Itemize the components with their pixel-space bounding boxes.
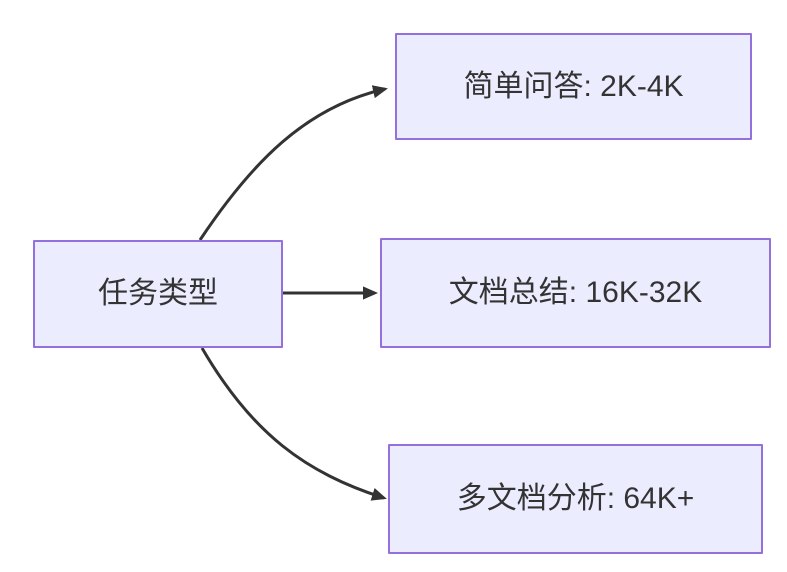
edge-task-type-to-multi-doc-analysis <box>200 347 387 501</box>
node-simple-qa-label: 简单问答: 2K-4K <box>463 69 684 103</box>
edge-task-type-to-simple-qa <box>198 85 388 241</box>
node-multi-doc-analysis-label: 多文档分析: 64K+ <box>456 482 695 515</box>
node-doc-summary: 文档总结: 16K-32K <box>380 238 771 348</box>
node-doc-summary-label: 文档总结: 16K-32K <box>448 276 703 309</box>
node-multi-doc-analysis: 多文档分析: 64K+ <box>388 444 763 554</box>
node-task-type-label: 任务类型 <box>98 277 218 310</box>
node-task-type: 任务类型 <box>33 240 283 348</box>
node-simple-qa: 简单问答: 2K-4K <box>395 33 752 140</box>
